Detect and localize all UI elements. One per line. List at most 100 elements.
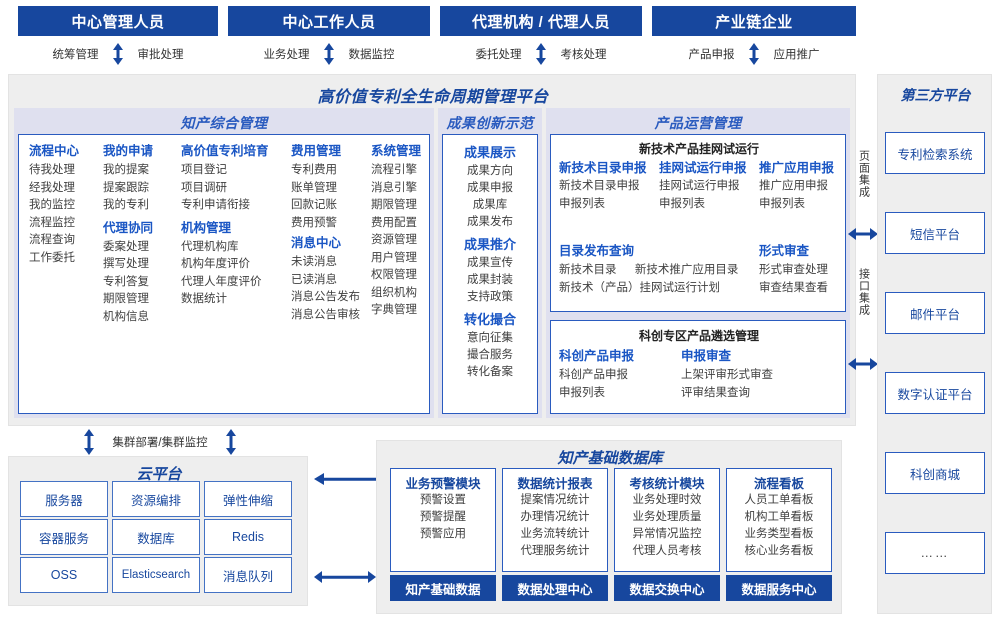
group-item[interactable]: 专利答复 xyxy=(103,275,149,288)
group-item[interactable]: 评审结果查询 xyxy=(681,386,750,399)
cloud-cell-5[interactable]: Redis xyxy=(204,519,292,555)
group-item[interactable]: 成果发布 xyxy=(467,216,513,228)
group-item[interactable]: 组织机构 xyxy=(371,286,417,299)
db-card-item[interactable]: 业务处理时效 xyxy=(632,494,702,506)
third-party-item-4[interactable]: 科创商城 xyxy=(885,452,985,494)
group-head[interactable]: 消息中心 xyxy=(291,236,342,250)
group-item[interactable]: 成果宣传 xyxy=(467,257,513,269)
group-item[interactable]: 专利费用 xyxy=(291,164,337,176)
db-foot-3[interactable]: 数据服务中心 xyxy=(726,575,832,601)
group-item[interactable]: 已读消息 xyxy=(291,273,337,286)
group-item[interactable]: 流程引擎 xyxy=(371,164,417,176)
group-item[interactable]: 机构年度评价 xyxy=(181,258,250,270)
group-head[interactable]: 目录发布查询 xyxy=(559,244,635,258)
group-item[interactable]: 未读消息 xyxy=(291,256,337,268)
third-party-item-2[interactable]: 邮件平台 xyxy=(885,292,985,334)
group-item[interactable]: 专利申请衔接 xyxy=(181,199,250,211)
group-item[interactable]: 申报列表 xyxy=(559,197,605,210)
group-item-link[interactable]: 新技术目录 xyxy=(559,264,617,276)
group-item[interactable]: 科创产品申报 xyxy=(559,369,628,381)
group-item[interactable]: 期限管理 xyxy=(371,199,417,211)
actor-card-2[interactable]: 代理机构 / 代理人员 xyxy=(440,6,642,36)
group-item[interactable]: 经我处理 xyxy=(29,181,75,194)
group-item[interactable]: 新技术目录申报 xyxy=(559,180,640,192)
group-item[interactable]: 费用预警 xyxy=(291,216,337,229)
db-card-item[interactable]: 提案情况统计 xyxy=(520,494,590,506)
group-head[interactable]: 推广应用申报 xyxy=(759,161,835,175)
group-item[interactable]: 成果封装 xyxy=(467,274,513,286)
group-item-link[interactable]: 新技术推广应用目录 xyxy=(634,264,739,276)
group-head[interactable]: 流程中心 xyxy=(29,144,80,158)
group-head[interactable]: 新技术目录申报 xyxy=(559,161,647,175)
group-head[interactable]: 机构管理 xyxy=(181,220,232,235)
group-item[interactable]: 消息引擎 xyxy=(371,181,417,194)
group-item[interactable]: 委案处理 xyxy=(103,240,149,253)
group-item[interactable]: 我的监控 xyxy=(29,199,75,211)
db-card-item[interactable]: 代理服务统计 xyxy=(520,545,590,557)
third-party-item-1[interactable]: 短信平台 xyxy=(885,212,985,254)
db-card-item[interactable]: 业务类型看板 xyxy=(744,528,814,540)
group-item[interactable]: 项目登记 xyxy=(181,164,227,176)
group-item[interactable]: 账单管理 xyxy=(291,181,337,194)
group-item[interactable]: 成果库 xyxy=(472,199,508,211)
group-item[interactable]: 流程查询 xyxy=(29,234,75,246)
actor-card-3[interactable]: 产业链企业 xyxy=(652,6,856,36)
group-item[interactable]: 挂网试运行申报 xyxy=(659,180,740,192)
db-card-item[interactable]: 预警设置 xyxy=(420,494,466,506)
group-item[interactable]: 我的专利 xyxy=(103,199,149,211)
db-card-item[interactable]: 办理情况统计 xyxy=(520,511,590,523)
group-item[interactable]: 转化备案 xyxy=(467,366,513,378)
db-card-item[interactable]: 人员工单看板 xyxy=(744,494,814,506)
cloud-cell-3[interactable]: 容器服务 xyxy=(20,519,108,555)
group-head[interactable]: 挂网试运行申报 xyxy=(659,161,747,175)
group-item[interactable]: 项目调研 xyxy=(181,181,227,194)
db-card-item[interactable]: 业务流转统计 xyxy=(520,528,590,540)
group-item[interactable]: 形式审查处理 xyxy=(759,264,828,276)
group-item[interactable]: 费用配置 xyxy=(371,216,417,229)
cloud-cell-0[interactable]: 服务器 xyxy=(20,481,108,517)
group-item[interactable]: 申报列表 xyxy=(659,197,705,210)
db-card-item[interactable]: 代理人员考核 xyxy=(632,545,702,557)
group-head[interactable]: 形式审查 xyxy=(759,244,810,258)
group-head[interactable]: 成果推介 xyxy=(463,237,516,252)
group-item[interactable]: 字典管理 xyxy=(371,304,417,316)
group-item[interactable]: 权限管理 xyxy=(371,269,417,281)
group-item[interactable]: 推广应用申报 xyxy=(759,180,828,192)
db-foot-1[interactable]: 数据处理中心 xyxy=(502,575,608,601)
group-item[interactable]: 消息公告发布 xyxy=(291,291,360,303)
group-head[interactable]: 代理协同 xyxy=(103,220,154,235)
group-head[interactable]: 转化撮合 xyxy=(463,312,516,327)
group-item[interactable]: 机构信息 xyxy=(103,310,149,323)
group-item[interactable]: 代理人年度评价 xyxy=(181,275,262,288)
group-item[interactable]: 期限管理 xyxy=(103,293,149,305)
group-item[interactable]: 成果方向 xyxy=(467,165,513,177)
actor-card-0[interactable]: 中心管理人员 xyxy=(18,6,218,36)
group-item[interactable]: 意向征集 xyxy=(467,332,513,344)
group-item[interactable]: 流程监控 xyxy=(29,216,75,229)
group-item[interactable]: 提案跟踪 xyxy=(103,181,149,194)
group-head[interactable]: 系统管理 xyxy=(371,144,422,158)
group-item[interactable]: 代理机构库 xyxy=(181,240,239,253)
db-foot-0[interactable]: 知产基础数据 xyxy=(390,575,496,601)
group-head[interactable]: 高价值专利培育 xyxy=(181,144,269,158)
group-item[interactable]: 数据统计 xyxy=(181,293,227,305)
db-card-item[interactable]: 预警提醒 xyxy=(420,511,466,523)
db-card-item[interactable]: 核心业务看板 xyxy=(744,545,814,557)
actor-card-1[interactable]: 中心工作人员 xyxy=(228,6,430,36)
db-card-item[interactable]: 机构工单看板 xyxy=(744,511,814,523)
group-item[interactable]: 撰写处理 xyxy=(103,258,149,270)
third-party-item-5[interactable]: …… xyxy=(885,532,985,574)
group-item[interactable]: 待我处理 xyxy=(29,164,75,176)
group-item[interactable]: 消息公告审核 xyxy=(291,308,360,321)
group-item[interactable]: 资源管理 xyxy=(371,234,417,246)
db-card-item[interactable]: 异常情况监控 xyxy=(632,528,702,540)
group-item[interactable]: 回款记账 xyxy=(291,199,337,211)
group-item[interactable]: 上架评审形式审查 xyxy=(681,369,773,381)
db-foot-2[interactable]: 数据交换中心 xyxy=(614,575,720,601)
group-head[interactable]: 科创产品申报 xyxy=(559,349,635,363)
cloud-cell-6[interactable]: OSS xyxy=(20,557,108,593)
cloud-cell-4[interactable]: 数据库 xyxy=(112,519,200,555)
group-head[interactable]: 申报审查 xyxy=(681,349,732,363)
group-item[interactable]: 我的提案 xyxy=(103,164,149,176)
db-card-item[interactable]: 预警应用 xyxy=(420,528,466,540)
